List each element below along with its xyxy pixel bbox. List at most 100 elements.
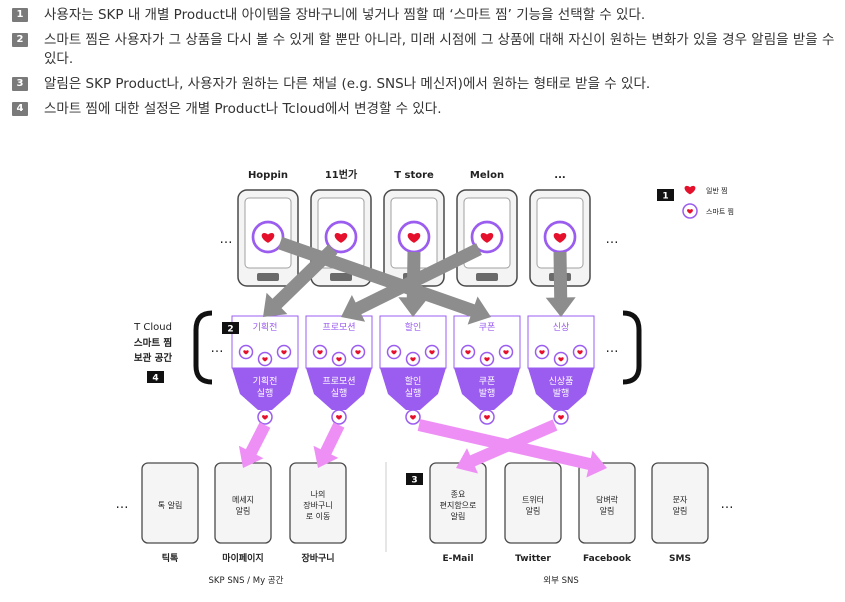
phone-home-button [476,273,498,281]
channel-label: 마이페이지 [222,552,263,564]
channel-message-text: 알림 [451,511,466,521]
phone-home-button [330,273,352,281]
storage-column-title: 프로모션 [322,322,355,333]
badge-label: 2 [227,325,233,335]
stored-smart-heart [350,344,366,360]
badge-box [147,371,164,383]
badge-box [406,473,423,485]
action-funnel [380,368,446,410]
heart-icon [262,415,268,420]
action-label: 실행 [405,387,422,399]
legend-normal-heart-icon [684,185,696,195]
stored-smart-heart [312,344,328,360]
cloud-title: T Cloud [133,322,172,333]
notify-arrow-pink [456,419,558,474]
channel-phone [578,462,636,544]
stored-smart-heart [498,344,514,360]
channel-message-text: 메세지 [232,496,254,505]
heart-icon [410,415,416,420]
badge-label: 1 [662,192,668,202]
heart-icon [281,350,287,355]
heart-icon [262,357,268,362]
heart-icon [429,350,435,355]
note-number-badge: 1 [12,8,28,22]
product-ellipsis-right: … [606,232,619,247]
channel-message-text: 편지함으로 [440,500,477,510]
notes-list: 1 사용자는 SKP 내 개별 Product내 아이템을 장바구니에 넣거나 찜… [8,6,838,125]
badge-box [657,189,674,201]
legend-badge: 1 [657,189,674,202]
note-4: 4 스마트 찜에 대한 설정은 개별 Product나 Tcloud에서 변경할 … [8,100,838,119]
badge-label: 3 [411,476,417,486]
heart-icon [334,232,348,243]
action-funnel [528,368,594,410]
channel-phone [141,462,199,544]
flow-arrow-gray [263,244,338,317]
outgoing-smart-heart [479,409,495,425]
channel-message-text: 알림 [526,506,541,516]
heart-icon [317,350,323,355]
outgoing-smart-heart [405,409,421,425]
note-3: 3 알림은 SKP Product나, 사용자가 원하는 다른 채널 (e.g. … [8,75,838,94]
channel-message-text: 장바구니 [303,500,332,510]
channel-message-text: 로 이동 [306,511,331,521]
product-label: 11번가 [325,168,358,181]
channel-message-text: 트위터 [522,496,544,505]
action-funnel [232,368,298,410]
heart-icon [558,415,564,420]
note-number-badge: 3 [12,77,28,91]
product-label: Melon [470,170,504,181]
product-smart-heart [543,220,577,254]
stored-smart-heart [460,344,476,360]
product-ellipsis-left: … [220,232,233,247]
heart-icon [539,350,545,355]
product-label: T store [394,170,434,181]
left-bracket [193,310,213,385]
action-label: 신상품 [549,376,574,387]
channel-phone [429,462,487,544]
storage-column-title: 신상 [553,322,570,333]
stored-smart-heart [405,351,421,367]
heart-icon [465,350,471,355]
note-text: 사용자는 SKP 내 개별 Product내 아이템을 장바구니에 넣거나 찜할… [44,7,646,23]
cloud-badge-2: 2 [222,322,239,335]
outgoing-smart-heart [553,409,569,425]
cloud-ellipsis-right: … [606,341,619,356]
heart-icon [553,232,567,243]
flow-arrow-gray [341,243,482,322]
channel-label: SMS [669,554,691,564]
channel-message-text: 톡 알림 [158,500,183,510]
stored-smart-heart [238,344,254,360]
legend-smart-heart-icon [682,203,698,219]
stored-smart-heart [424,344,440,360]
heart-icon [687,209,693,214]
note-text: 알림은 SKP Product나, 사용자가 원하는 다른 채널 (e.g. S… [44,76,651,92]
channel-badge-3: 3 [406,473,423,486]
product-label: ... [554,170,565,181]
cloud-badge-4: 4 [147,371,164,384]
stored-smart-heart [534,344,550,360]
cloud-subtitle: 스마트 찜 [134,337,172,349]
product-smart-heart [324,220,358,254]
note-text: 스마트 찜은 사용자가 그 상품을 다시 볼 수 있게 할 뿐만 아니라, 미래… [44,32,835,67]
flow-arrow-gray [545,251,576,317]
note-number-badge: 4 [12,102,28,116]
heart-icon [558,357,564,362]
action-label: 실행 [331,387,348,399]
note-text: 스마트 찜에 대한 설정은 개별 Product나 Tcloud에서 변경할 수… [44,101,442,117]
stored-smart-heart [276,344,292,360]
channel-label: E-Mail [442,554,473,564]
channel-label: Facebook [583,554,632,564]
stored-smart-heart [386,344,402,360]
outgoing-smart-heart [257,409,273,425]
heart-icon [480,232,494,243]
heart-icon [407,232,421,243]
product-smart-heart [397,220,431,254]
channel-message-text: 알림 [673,506,688,516]
stored-smart-heart [479,351,495,367]
product-smart-heart [470,220,504,254]
cloud-subtitle: 보관 공간 [134,352,173,364]
group-label-external: 외부 SNS [543,575,579,586]
